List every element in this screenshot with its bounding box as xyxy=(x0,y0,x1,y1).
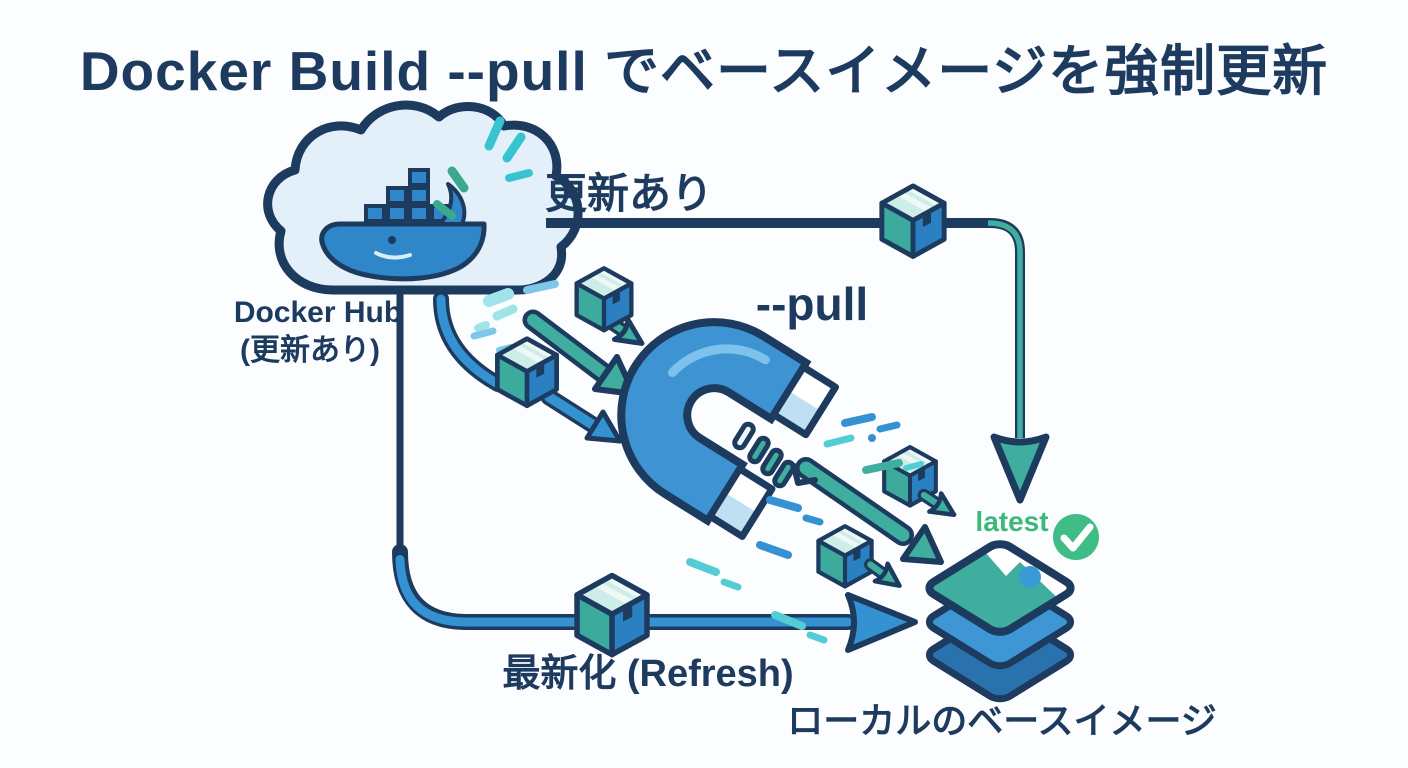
page-title: Docker Build --pull でベースイメージを強制更新 xyxy=(80,40,1328,102)
pull-flow-right xyxy=(795,457,944,565)
sparkle-icon xyxy=(433,116,533,220)
check-icon xyxy=(1053,514,1099,560)
arrow-icon xyxy=(584,409,623,444)
docker-hub-label: Docker Hub xyxy=(234,296,402,329)
refresh-arrowhead-icon xyxy=(845,592,918,653)
motion-dashes xyxy=(686,413,924,644)
update-path xyxy=(546,218,1050,504)
docker-hub-status: (更新あり) xyxy=(240,334,380,367)
refresh-label: 最新化 (Refresh) xyxy=(502,653,793,695)
package-icon xyxy=(818,526,871,586)
arrow-icon xyxy=(900,524,944,565)
package-icon xyxy=(497,339,556,406)
pull-option-label: --pull xyxy=(756,278,868,330)
update-available-label: 更新あり xyxy=(545,170,713,217)
package-icon xyxy=(882,186,944,257)
package-icon xyxy=(577,268,632,330)
latest-tag: latest xyxy=(975,506,1048,537)
package-icon xyxy=(577,576,647,655)
docker-hub-cloud-icon xyxy=(263,100,583,295)
pull-flow-left xyxy=(433,268,649,444)
local-image-stack-icon xyxy=(923,541,1076,703)
local-image-label: ローカルのベースイメージ xyxy=(787,700,1216,741)
magnet-icon xyxy=(617,318,840,540)
update-arrowhead-icon xyxy=(990,433,1050,504)
docker-whale-icon xyxy=(319,168,487,282)
magnet-field-icon xyxy=(732,421,818,489)
refresh-path xyxy=(392,292,918,653)
